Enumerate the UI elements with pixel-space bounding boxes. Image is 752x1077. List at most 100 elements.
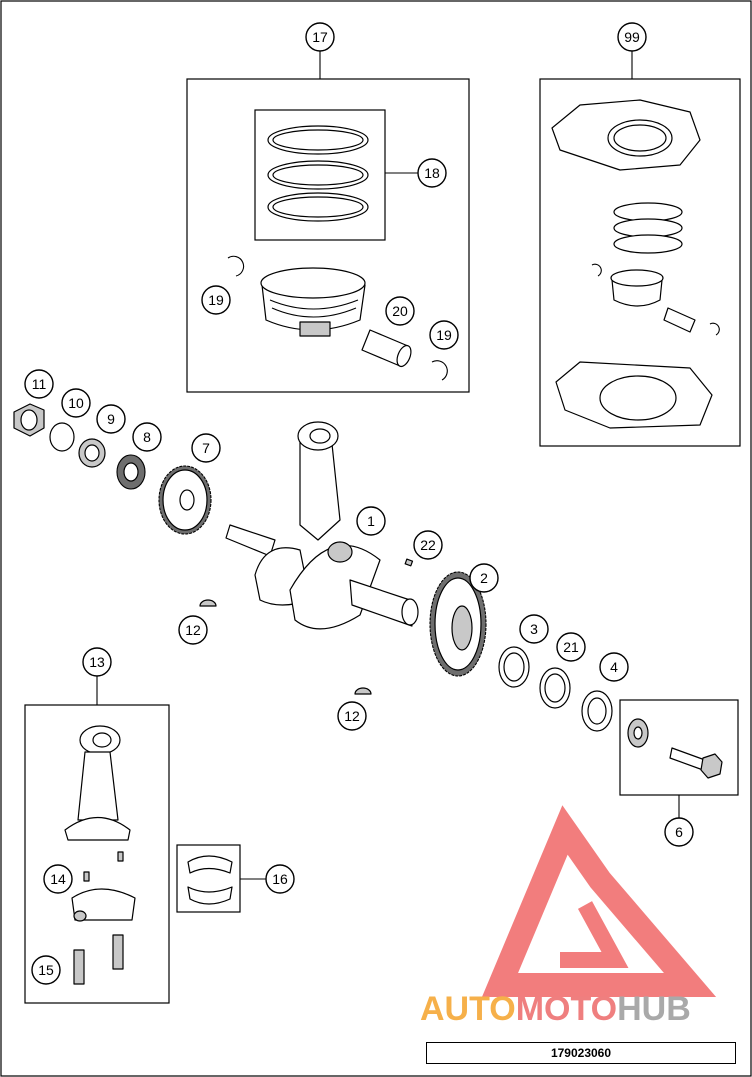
callout-14-label: 14 bbox=[50, 871, 66, 887]
bearing-shell-lower bbox=[187, 886, 233, 905]
rod-cap bbox=[71, 888, 136, 921]
piston-ring-groove-2 bbox=[271, 307, 357, 318]
callout-21-label: 21 bbox=[563, 639, 579, 655]
callout-22-label: 22 bbox=[420, 537, 436, 553]
lock-washer bbox=[49, 422, 75, 452]
callout-15: 15 bbox=[31, 955, 61, 985]
bolt-shank bbox=[669, 747, 706, 771]
callout-12-lower-label: 12 bbox=[344, 708, 360, 724]
watermark-logo bbox=[481, 805, 717, 997]
callout-8-label: 8 bbox=[143, 429, 151, 445]
callout-18-label: 18 bbox=[424, 165, 440, 181]
rod-small-end-bore bbox=[92, 732, 112, 748]
primary-gear-hub bbox=[179, 489, 195, 511]
crank-left-components bbox=[13, 403, 212, 535]
callout-16-label: 16 bbox=[272, 871, 288, 887]
callout-17: 17 bbox=[305, 22, 335, 52]
callout-1: 1 bbox=[356, 506, 386, 536]
watermark-wordmark: AUTOMOTOHUB bbox=[420, 990, 691, 1029]
callout-15-label: 15 bbox=[38, 962, 54, 978]
callout-6-label: 6 bbox=[675, 824, 683, 840]
callout-2-label: 2 bbox=[480, 570, 488, 586]
watermark-inner-shape bbox=[560, 901, 629, 968]
balancer-drive-gear-hub bbox=[451, 605, 473, 651]
callout-20: 20 bbox=[385, 296, 415, 326]
kit-piston-pin bbox=[663, 307, 696, 333]
bolt-head bbox=[700, 753, 723, 779]
crank-right-components bbox=[429, 571, 613, 732]
bearing-shells-group bbox=[176, 844, 266, 913]
dowel-pin-2 bbox=[83, 871, 90, 882]
callout-17-label: 17 bbox=[312, 29, 328, 45]
piston-ring-middle-inner bbox=[272, 164, 364, 186]
rod-big-end bbox=[64, 817, 131, 841]
drawing-number: 179023060 bbox=[426, 1042, 736, 1064]
callout-19-left: 19 bbox=[201, 285, 231, 315]
connecting-rod-small-end-bore bbox=[309, 428, 331, 444]
piston bbox=[260, 267, 366, 337]
callout-3: 3 bbox=[519, 614, 549, 644]
rod-shank bbox=[77, 751, 119, 821]
piston-rings bbox=[267, 125, 369, 222]
crankshaft-right-end bbox=[401, 598, 419, 626]
callout-11: 11 bbox=[24, 369, 54, 399]
callout-21: 21 bbox=[556, 632, 586, 662]
callout-13: 13 bbox=[82, 647, 112, 677]
half-moon-key-upper bbox=[199, 599, 217, 607]
top-end-kit-box bbox=[539, 78, 741, 447]
piston-ring-groove-1 bbox=[269, 299, 359, 310]
piston-ring-top-inner bbox=[272, 129, 364, 151]
top-end-kit-group bbox=[539, 50, 741, 447]
shim-washer-hole bbox=[503, 652, 525, 682]
callout-8: 8 bbox=[132, 422, 162, 452]
piston-rings-box bbox=[254, 109, 386, 241]
piston-ring-bottom-inner bbox=[272, 196, 364, 218]
callout-12-upper: 12 bbox=[178, 615, 208, 645]
rod-cap-dowel bbox=[73, 910, 87, 922]
crankshaft-right-journal bbox=[349, 579, 413, 627]
callout-11-label: 11 bbox=[32, 376, 47, 392]
callout-10-label: 10 bbox=[68, 395, 84, 411]
callout-12-lower: 12 bbox=[337, 701, 367, 731]
bearing-shell-upper bbox=[187, 855, 233, 874]
crankshaft-left-journal bbox=[225, 524, 276, 557]
piston-crown bbox=[260, 267, 366, 299]
bolt-washer-group bbox=[619, 699, 739, 818]
callout-12-upper-label: 12 bbox=[185, 622, 201, 638]
kit-piston-crown bbox=[610, 269, 664, 287]
circlip-left bbox=[227, 255, 245, 277]
kit-circlip-left bbox=[591, 263, 602, 277]
callout-20-label: 20 bbox=[392, 303, 408, 319]
kit-ring-1 bbox=[613, 202, 683, 222]
woodruff-key bbox=[404, 558, 414, 567]
head-gasket-bore-inner bbox=[613, 124, 667, 152]
crankpin bbox=[327, 541, 353, 563]
dowel-pin-1 bbox=[117, 851, 124, 862]
callout-99: 99 bbox=[617, 22, 647, 52]
callout-14: 14 bbox=[43, 864, 73, 894]
kit-ring-3 bbox=[613, 234, 683, 254]
rod-bolt-1 bbox=[73, 949, 85, 985]
kit-circlip-right bbox=[709, 322, 720, 336]
callout-9: 9 bbox=[96, 404, 126, 434]
callout-6: 6 bbox=[664, 817, 694, 847]
crank-web-right bbox=[289, 544, 381, 630]
callout-99-label: 99 bbox=[624, 29, 640, 45]
drive-sprocket-hub bbox=[123, 462, 139, 482]
callout-19-left-label: 19 bbox=[208, 292, 224, 308]
crank-nut-hole bbox=[20, 409, 38, 431]
callout-19-right: 19 bbox=[429, 320, 459, 350]
piston-group bbox=[186, 50, 470, 393]
callout-16: 16 bbox=[265, 864, 295, 894]
callout-4: 4 bbox=[599, 652, 629, 682]
callout-1-label: 1 bbox=[367, 513, 375, 529]
spacer-washer-hole bbox=[84, 444, 100, 462]
piston-pin-end bbox=[396, 344, 412, 368]
callout-4-label: 4 bbox=[610, 659, 618, 675]
callout-3-label: 3 bbox=[530, 621, 538, 637]
washer-hole bbox=[633, 726, 643, 740]
connecting-rod-group bbox=[24, 676, 170, 1004]
callout-7: 7 bbox=[191, 433, 221, 463]
watermark-word-hub: HUB bbox=[617, 990, 691, 1028]
